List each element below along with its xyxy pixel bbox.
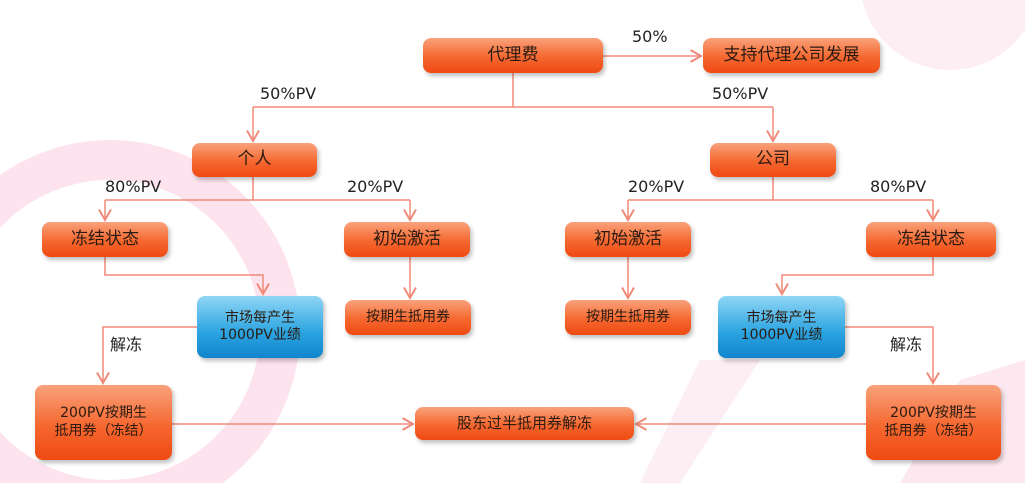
agency-fee-node: 代理费: [423, 38, 603, 73]
pv200-left-line2: 抵用券（冻结）: [54, 422, 153, 439]
pv200-right-node: 200PV按期生抵用券（冻结）: [866, 385, 1001, 460]
pv200-right-line2: 抵用券（冻结）: [884, 422, 983, 439]
voucher-left-node: 按期生抵用券: [345, 300, 471, 335]
support-agency-node: 支持代理公司发展: [703, 38, 880, 73]
support-pct-label: 50%: [632, 27, 668, 46]
company-pct-label: 50%PV: [712, 84, 769, 103]
pv200-left-line1: 200PV按期生: [60, 405, 147, 421]
voucher-right-node: 按期生抵用券: [565, 300, 691, 335]
market-left-line2: 1000PV业绩: [219, 327, 301, 343]
activate-left-node: 初始激活: [344, 222, 470, 257]
personal-frozen-pct-label: 80%PV: [105, 177, 162, 196]
company-frozen-pct-label: 80%PV: [870, 177, 927, 196]
personal-activate-pct-label: 20%PV: [347, 177, 404, 196]
personal-pct-label: 50%PV: [260, 84, 317, 103]
frozen-left-node: 冻结状态: [42, 222, 168, 257]
unfreeze-right-label: 解冻: [890, 335, 923, 354]
pv200-left-node: 200PV按期生抵用券（冻结）: [35, 385, 172, 460]
company-activate-pct-label: 20%PV: [628, 177, 685, 196]
company-node: 公司: [710, 143, 836, 177]
activate-right-node: 初始激活: [565, 222, 691, 257]
pv200-right-line1: 200PV按期生: [890, 405, 977, 421]
shareholder-unfreeze-node: 股东过半抵用券解冻: [415, 407, 634, 440]
market-right-line2: 1000PV业绩: [740, 327, 823, 343]
personal-node: 个人: [192, 143, 317, 177]
unfreeze-left-label: 解冻: [110, 335, 143, 354]
frozen-right-node: 冻结状态: [866, 222, 996, 257]
market-right-line1: 市场每产生: [746, 309, 817, 326]
market-left-line1: 市场每产生: [225, 309, 295, 326]
